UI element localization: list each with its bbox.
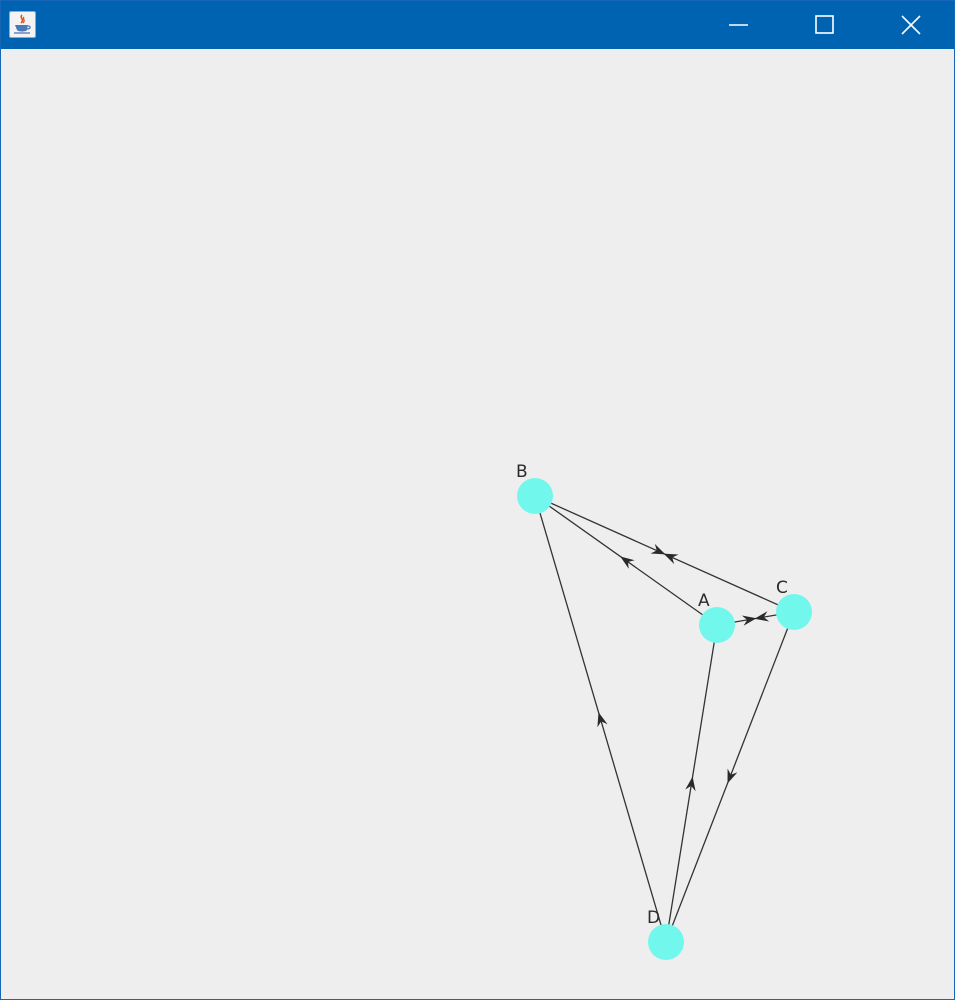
arrow-c-b	[663, 553, 679, 565]
nodes-layer: A B C D	[516, 462, 812, 960]
node-b[interactable]	[517, 478, 553, 514]
arrow-c-d	[727, 768, 738, 784]
arrow-a-b	[620, 556, 635, 569]
close-button[interactable]	[868, 1, 954, 49]
node-c[interactable]	[776, 594, 812, 630]
arrow-b-c	[650, 543, 666, 555]
edges-layer	[534, 495, 795, 943]
title-bar[interactable]	[1, 1, 954, 49]
minimize-button[interactable]	[696, 1, 782, 49]
minimize-icon	[729, 24, 748, 26]
node-label-a: A	[698, 591, 710, 611]
arrow-a-c	[741, 615, 757, 626]
maximize-icon	[815, 15, 834, 34]
arrow-d-a	[685, 776, 696, 792]
node-d[interactable]	[648, 924, 684, 960]
maximize-button[interactable]	[782, 1, 868, 49]
arrow-d-b	[597, 712, 608, 728]
node-label-d: D	[647, 908, 660, 928]
graph-drawing: A B C D	[516, 462, 812, 960]
node-label-b: B	[516, 462, 528, 482]
node-a[interactable]	[699, 607, 735, 643]
node-label-c: C	[776, 578, 788, 598]
arrows-layer	[597, 543, 770, 792]
close-icon	[901, 15, 921, 35]
arrow-c-a	[754, 611, 770, 622]
java-coffee-icon[interactable]	[9, 11, 36, 38]
graph-canvas[interactable]: A B C D	[1, 49, 954, 999]
